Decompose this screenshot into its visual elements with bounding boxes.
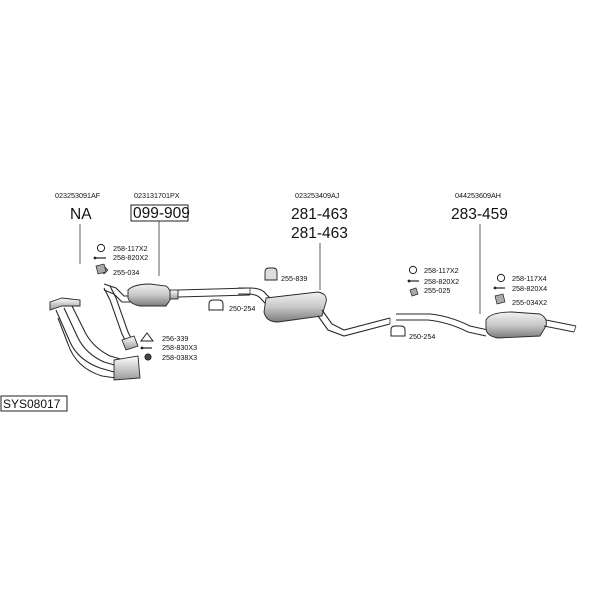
diagram-code: SYS08017 <box>3 397 61 411</box>
part-number-front-pipe: NA <box>70 206 92 223</box>
front-pipe-flange <box>113 355 141 381</box>
hanger-icon <box>264 267 278 281</box>
part-label: 250-254 <box>409 332 435 341</box>
rear-silencer-body <box>485 311 547 339</box>
ref-number-middle-silencer: 023253409AJ <box>295 191 340 200</box>
nut-icon <box>144 353 152 361</box>
front-pipe-drawing <box>49 265 141 381</box>
catalyst-drawing <box>103 283 251 307</box>
middle-silencer-body <box>263 291 327 323</box>
clamp-icon <box>409 287 419 297</box>
part-label: 258-820X4 <box>512 284 547 293</box>
diagram-code-box <box>0 395 68 412</box>
ref-number-catalyst: 023131701PX <box>134 191 180 200</box>
part-label: 258-038X3 <box>162 353 197 362</box>
part-label: 255-025 <box>424 286 450 295</box>
part-label: 258-117X4 <box>512 274 547 283</box>
part-label: 258-820X2 <box>113 253 148 262</box>
part-number-box <box>130 204 189 222</box>
gasket-icon <box>140 332 154 342</box>
part-label: 258-820X2 <box>424 277 459 286</box>
ring-icon <box>96 243 106 253</box>
ring-icon <box>496 273 506 283</box>
middle-silencer-drawing <box>238 287 391 337</box>
rear-silencer-drawing <box>396 311 577 339</box>
part-label: 250-254 <box>229 304 255 313</box>
part-label: 258-117X2 <box>113 244 148 253</box>
manifold-flange <box>49 297 81 311</box>
part-number-middle-silencer-alt: 281-463 <box>291 225 348 242</box>
part-icons-middle: 255-839 250-254 <box>264 267 435 341</box>
part-icons-rear: 258-117X2 258-820X2 255-025 258-117X4 25… <box>407 265 547 307</box>
part-label: 255-034X2 <box>512 298 547 307</box>
ref-number-rear-silencer: 044253609AH <box>455 191 501 200</box>
part-number-middle-silencer: 281-463 <box>291 206 348 223</box>
ring-icon <box>408 265 418 275</box>
clamp-icon <box>390 325 406 337</box>
ref-number-front-pipe: 023253091AF <box>55 191 101 200</box>
part-icons-catalyst: 258-117X2 258-820X2 255-034 256-339 258-… <box>93 243 255 362</box>
part-number-catalyst: 099-909 <box>133 205 190 222</box>
part-label: 258-830X3 <box>162 343 197 352</box>
part-label: 256-339 <box>162 334 188 343</box>
clamp-icon <box>95 263 107 275</box>
catalyst-body <box>127 283 171 307</box>
part-label: 255-034 <box>113 268 139 277</box>
clamp-icon <box>208 299 224 311</box>
part-label: 255-839 <box>281 274 307 283</box>
part-label: 258-117X2 <box>424 266 459 275</box>
part-number-rear-silencer: 283-459 <box>451 206 508 223</box>
clamp-icon <box>494 293 506 305</box>
